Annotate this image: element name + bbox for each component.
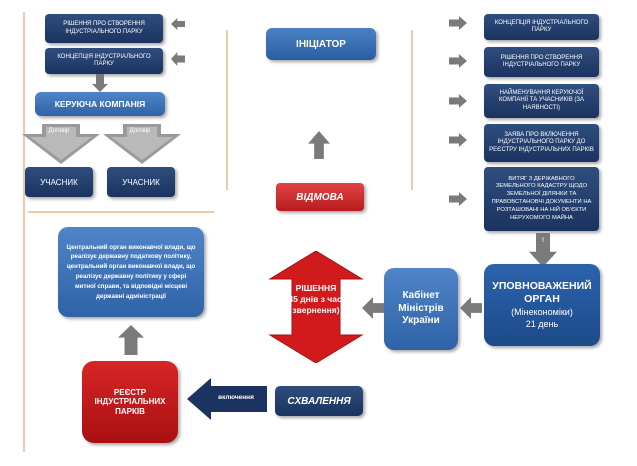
authority-box: УПОВНОВАЖЕНИЙ ОРГАН (Мінекономіки) 21 де… [484,264,600,346]
left-decision-arrow-icon [171,18,185,30]
right-arrow-1-icon [449,16,467,30]
authority-sub: (Мінекономіки) [511,307,573,317]
initiator-label: ІНІЦІАТОР [296,38,346,50]
right-doc-label-5: ВИТЯГ З ДЕРЖАВНОГО ЗЕМЕЛЬНОГО КАДАСТРУ Щ… [491,175,592,221]
right-doc-label-1: КОНЦЕПЦІЯ ІНДУСТРІАЛЬНОГО ПАРКУ [494,19,589,34]
authority-days: 21 день [525,319,559,329]
inclusion-arrow-icon [187,378,267,420]
right-doc-box-2: РІШЕННЯ ПРО СТВОРЕННЯ ІНДУСТРІАЛЬНОГО ПА… [484,47,599,77]
right-arrow-5-icon [449,192,467,206]
initiator-up-arrow-icon [308,131,330,159]
right-arrow-3-icon [449,94,467,108]
authority-title: УПОВНОВАЖЕНИЙ ОРГАН [492,280,592,305]
contract-arrow-1-icon [22,124,100,164]
cabinet-line-2: Міністрів [398,302,444,314]
right-doc-box-3: НАЙМЕНУВАННЯ КЕРУЮЧОЇ КОМПАНІЇ ТА УЧАСНИ… [484,84,599,118]
left-horizontal-divider [28,211,214,213]
participant-box-1: УЧАСНИК [25,167,93,197]
decision-line-1: РІШЕННЯ [295,283,337,293]
registry-line-1: РЕЄСТР [113,387,147,397]
right-doc-label-4: ЗАЯВА ПРО ВКЛЮЧЕННЯ ІНДУСТРІАЛЬНОГО ПАРК… [489,131,594,153]
contract-arrow-2-icon [103,124,181,164]
decision-line-2: (45 днів з часу [285,294,347,304]
contract-label-1: Договір [48,128,70,134]
refusal-label: ВІДМОВА [296,191,344,203]
central-body-label: Центральний орган виконавчої влади, що р… [66,243,196,300]
left-concept-box: КОНЦЕПЦІЯ ІНДУСТРІАЛЬНОГО ПАРКУ [45,48,163,74]
left-decision-label: РІШЕННЯ ПРО СТВОРЕННЯ ІНДУСТРІАЛЬНОГО ПА… [63,21,145,35]
right-doc-label-3: НАЙМЕНУВАННЯ КЕРУЮЧОЇ КОМПАНІЇ ТА УЧАСНИ… [499,89,584,111]
concept-down-arrow-icon [92,74,108,92]
central-body-box: Центральний орган виконавчої влади, що р… [58,227,204,317]
registry-line-3: ПАРКІВ [115,406,145,416]
cabinet-line-3: України [402,315,440,327]
authority-down-marker: ! [542,238,544,244]
registry-line-2: ІНДУСТРІАЛЬНИХ [94,397,166,407]
right-doc-box-1: КОНЦЕПЦІЯ ІНДУСТРІАЛЬНОГО ПАРКУ [484,14,599,40]
refusal-box: ВІДМОВА [276,183,364,211]
approval-label: СХВАЛЕННЯ [287,395,351,407]
initiator-box: ІНІЦІАТОР [266,28,376,60]
left-concept-label: КОНЦЕПЦІЯ ІНДУСТРІАЛЬНОГО ПАРКУ [57,53,151,68]
center-left-divider [226,30,228,190]
participant-label-2: УЧАСНИК [122,177,160,187]
right-doc-box-4: ЗАЯВА ПРО ВКЛЮЧЕННЯ ІНДУСТРІАЛЬНОГО ПАРК… [484,124,599,162]
management-company-box: КЕРУЮЧА КОМПАНІЯ [35,92,165,116]
center-right-divider [411,30,413,190]
left-vertical-divider [23,12,25,452]
decision-text: РІШЕННЯ (45 днів з часу звернення) [270,283,362,316]
approval-box: СХВАЛЕННЯ [275,386,363,416]
participant-box-2: УЧАСНИК [107,167,175,197]
cabinet-line-1: Кабінет [402,290,440,302]
inclusion-label: включення [218,394,254,401]
decision-double-arrow-icon [268,251,364,363]
management-company-label: КЕРУЮЧА КОМПАНІЯ [54,99,146,109]
decision-line-3: звернення) [292,305,340,315]
registry-box: РЕЄСТР ІНДУСТРІАЛЬНИХ ПАРКІВ [82,361,178,443]
authority-left-arrow-icon [460,297,482,319]
right-doc-label-2: РІШЕННЯ ПРО СТВОРЕННЯ ІНДУСТРІАЛЬНОГО ПА… [500,54,583,69]
right-arrow-4-icon [449,133,467,147]
registry-up-arrow-icon [118,325,144,355]
left-decision-box: РІШЕННЯ ПРО СТВОРЕННЯ ІНДУСТРІАЛЬНОГО ПА… [45,14,163,43]
cabinet-box: Кабінет Міністрів України [384,268,458,350]
right-doc-box-5: ВИТЯГ З ДЕРЖАВНОГО ЗЕМЕЛЬНОГО КАДАСТРУ Щ… [484,167,599,231]
left-concept-arrow-icon [171,52,185,66]
participant-label-1: УЧАСНИК [40,177,78,187]
contract-label-2: Договір [129,128,151,134]
right-arrow-2-icon [449,54,467,68]
